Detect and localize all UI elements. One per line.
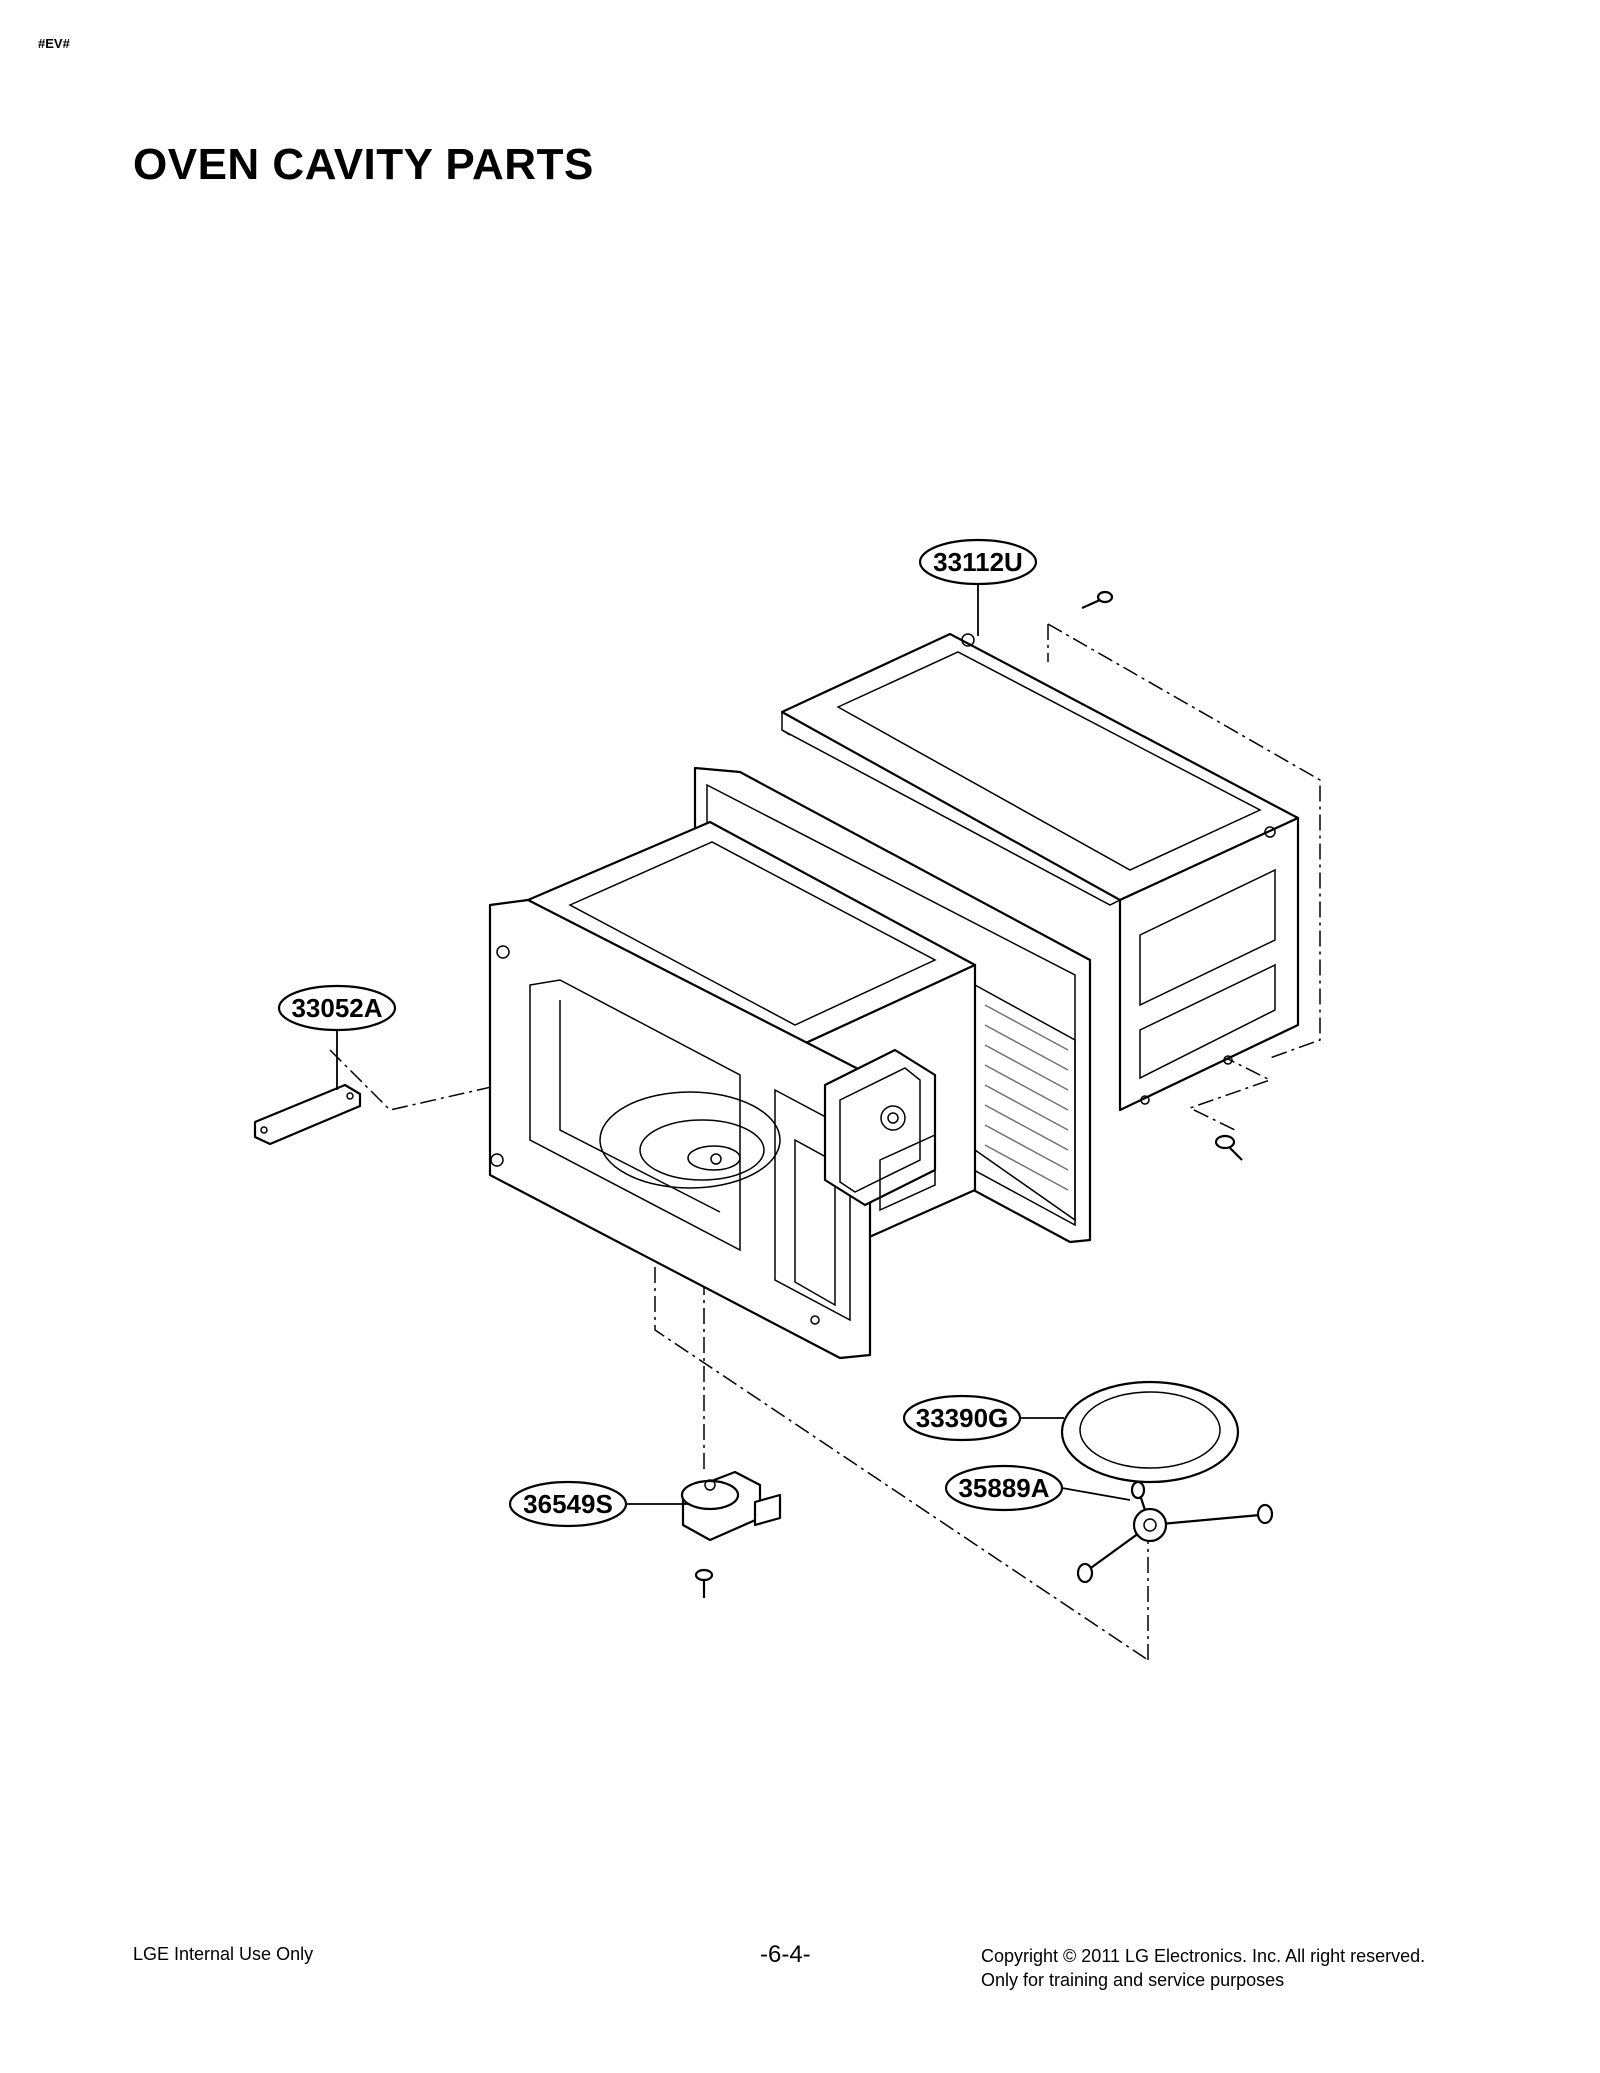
cabinet-part (780, 632, 1300, 1112)
corner-tag: #EV# (38, 36, 70, 51)
grille-pattern (984, 1004, 1069, 1191)
callout-label: 33112U (933, 547, 1023, 577)
callout-33052A: 33052A (277, 984, 397, 1090)
glass-tray-part (1060, 1380, 1240, 1484)
waveguide-cover-part (253, 1083, 362, 1146)
turntable-motor-part (680, 1470, 782, 1542)
purpose-line: Only for training and service purposes (981, 1970, 1285, 1990)
footer-copyright-block: Copyright © 2011 LG Electronics. Inc. Al… (981, 1944, 1425, 1992)
callout-33112U: 33112U (918, 538, 1038, 636)
callout-33390G: 33390G (902, 1394, 1064, 1442)
screw-icon (1214, 1134, 1243, 1161)
footer-internal-note: LGE Internal Use Only (133, 1944, 314, 1964)
screw-icon (694, 1568, 714, 1598)
callout-35889A: 35889A (944, 1464, 1131, 1512)
page-title: OVEN CAVITY PARTS (133, 140, 594, 189)
cavity-assembly (488, 766, 1092, 1360)
callout-label: 35889A (958, 1473, 1049, 1503)
copyright-line: Copyright © 2011 LG Electronics. Inc. Al… (981, 1946, 1426, 1966)
screw-icon (1081, 590, 1114, 610)
callout-label: 36549S (523, 1489, 613, 1519)
callout-36549S: 36549S (508, 1480, 690, 1528)
page-number: -6-4- (760, 1941, 811, 1968)
callout-label: 33390G (916, 1403, 1009, 1433)
callout-label: 33052A (291, 993, 382, 1023)
roller-guide-part (1076, 1480, 1274, 1584)
